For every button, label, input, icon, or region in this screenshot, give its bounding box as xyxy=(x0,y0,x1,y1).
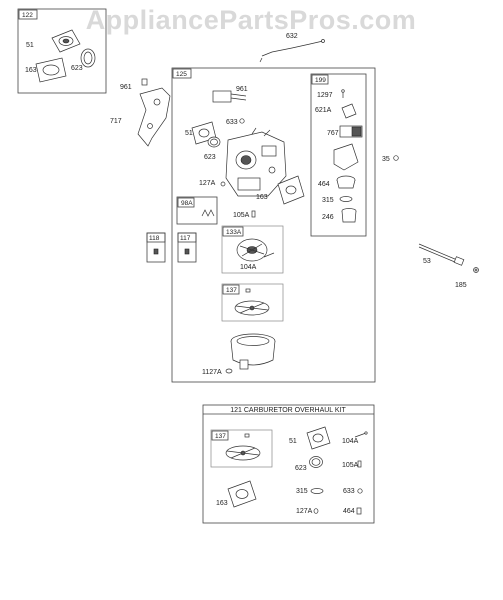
screw-icon xyxy=(393,155,399,161)
box-125: 125 961 633 51 623 xyxy=(171,67,376,383)
callout-117: 117 xyxy=(180,235,191,242)
box-118: 118 xyxy=(146,232,166,263)
callout-35: 35 xyxy=(382,156,390,163)
intake-spacer-icon xyxy=(51,29,81,53)
box-117: 117 xyxy=(177,232,197,263)
callout-163: 163 xyxy=(25,67,37,74)
gasket-icon xyxy=(227,480,257,508)
callout-125: 125 xyxy=(176,71,187,78)
drain-screw-icon xyxy=(225,368,233,374)
callout-104a: 104A xyxy=(342,438,359,445)
screw-icon xyxy=(251,210,256,218)
bracket-icon xyxy=(137,87,171,147)
float-bowl-icon xyxy=(230,333,276,370)
throttle-shaft-icon xyxy=(418,243,465,266)
callout-315: 315 xyxy=(322,197,334,204)
box-137-kit: 137 xyxy=(210,429,273,468)
box-199: 199 1297 621A 767 464 xyxy=(310,73,367,237)
callout-633: 633 xyxy=(343,488,355,495)
callout-105a: 105A xyxy=(342,462,359,469)
screw-icon xyxy=(220,181,226,187)
screw-icon xyxy=(141,78,148,86)
gasket-icon xyxy=(80,48,96,68)
choke-plate-icon xyxy=(234,300,270,316)
plug-icon xyxy=(357,488,363,494)
callout-623: 623 xyxy=(295,465,307,472)
connector-icon xyxy=(212,90,247,103)
callout-98a: 98A xyxy=(181,200,193,207)
screw-icon xyxy=(357,460,362,468)
callout-133a: 133A xyxy=(226,229,242,236)
box-121-overhaul-kit: 121 CARBURETOR OVERHAUL KIT 137 51 xyxy=(202,404,375,524)
washer-icon xyxy=(473,267,479,273)
float-bowl-icon xyxy=(333,143,359,189)
gasket-icon xyxy=(277,175,305,205)
callout-767: 767 xyxy=(327,130,339,137)
pin-icon xyxy=(341,89,345,98)
ring-icon xyxy=(207,136,221,148)
callout-717: 717 xyxy=(110,118,122,125)
callout-1297: 1297 xyxy=(317,92,333,99)
box-122: 122 51 163 623 xyxy=(17,8,107,94)
throttle-link-icon xyxy=(259,39,325,63)
screw-icon xyxy=(313,508,319,514)
callout-621a: 621A xyxy=(315,107,332,114)
spring-icon xyxy=(201,209,215,217)
box-137: 137 xyxy=(221,283,284,322)
callout-122: 122 xyxy=(22,12,33,19)
choke-plate-icon xyxy=(225,445,261,461)
box-98a: 98A xyxy=(176,196,218,225)
plug-icon xyxy=(239,118,245,124)
needle-icon xyxy=(354,431,368,438)
small-clip-icon xyxy=(245,288,251,293)
gasket-icon xyxy=(306,426,331,450)
callout-51: 51 xyxy=(289,438,297,445)
box-133a: 133A 104A xyxy=(221,225,284,274)
callout-53: 53 xyxy=(423,258,431,265)
callout-127a: 127A xyxy=(199,180,216,187)
callout-104a: 104A xyxy=(240,264,257,271)
callout-623: 623 xyxy=(204,154,216,161)
gasket-icon xyxy=(35,57,67,83)
callout-246: 246 xyxy=(322,214,334,221)
callout-464: 464 xyxy=(343,508,355,515)
callout-633: 633 xyxy=(226,119,238,126)
callout-137: 137 xyxy=(215,433,226,440)
o-ring-icon xyxy=(310,488,324,494)
callout-1127a: 1127A xyxy=(202,369,222,376)
callout-199: 199 xyxy=(315,77,326,84)
callout-51: 51 xyxy=(185,130,193,137)
callout-632: 632 xyxy=(286,33,298,40)
callout-51: 51 xyxy=(26,42,34,49)
callout-163: 163 xyxy=(216,500,228,507)
bowl-cup-icon xyxy=(341,208,357,223)
o-ring-icon xyxy=(339,196,353,202)
kit-title: 121 CARBURETOR OVERHAUL KIT xyxy=(230,407,346,414)
callout-464: 464 xyxy=(318,181,330,188)
callout-961: 961 xyxy=(120,84,132,91)
watermark-text: AppliancePartsPros.com xyxy=(86,5,417,35)
callout-961: 961 xyxy=(236,86,248,93)
fuel-solenoid-icon xyxy=(339,125,363,138)
callout-118: 118 xyxy=(149,235,160,242)
callout-127a: 127A xyxy=(296,508,313,515)
needle-icon xyxy=(263,252,275,258)
carburetor-icon xyxy=(225,127,287,197)
ring-icon xyxy=(309,456,323,468)
diaphragm-icon xyxy=(236,238,268,262)
callout-137: 137 xyxy=(226,287,237,294)
callout-185: 185 xyxy=(455,282,467,289)
callout-163: 163 xyxy=(256,194,268,201)
seal-icon xyxy=(356,507,362,515)
callout-315: 315 xyxy=(296,488,308,495)
callout-623: 623 xyxy=(71,65,83,72)
callout-105a: 105A xyxy=(233,212,250,219)
solenoid-cap-icon xyxy=(341,103,357,119)
small-clip-icon xyxy=(244,433,250,438)
